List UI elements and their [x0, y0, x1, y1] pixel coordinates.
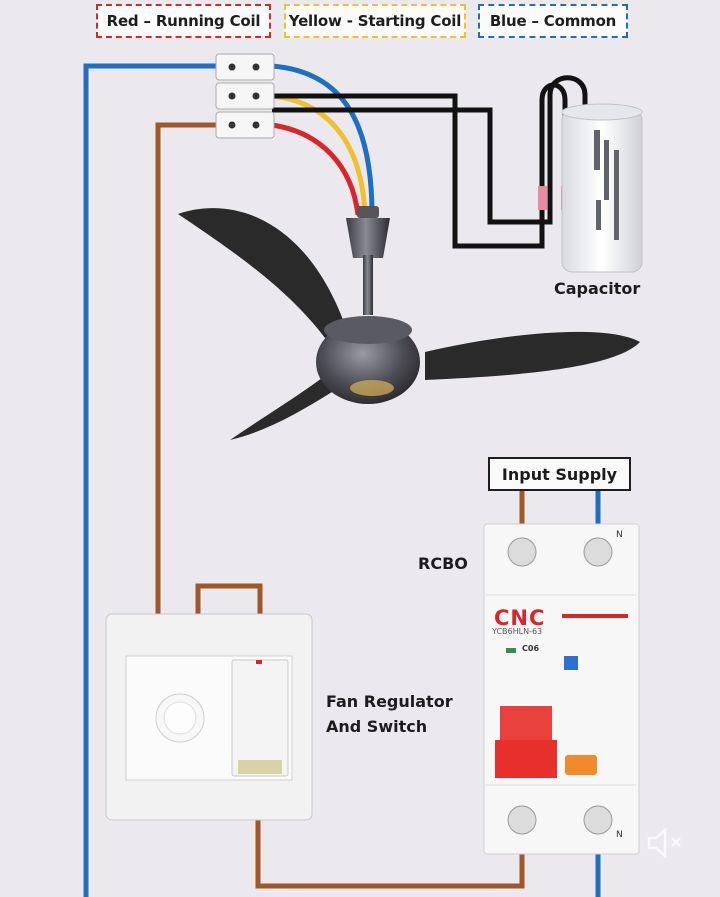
- capacitor-label: Capacitor: [554, 279, 641, 298]
- yellow-coil-wire: [271, 93, 368, 216]
- fan-blade: [178, 208, 345, 338]
- rcbo-model: YCB6HLN-63: [492, 627, 543, 636]
- regulator-label-line2: And Switch: [326, 717, 428, 736]
- phase-wire-rcbo-output: [255, 820, 525, 889]
- capacitor-wire-inner: [272, 75, 588, 225]
- input-supply-box: Input Supply: [488, 457, 631, 491]
- capacitor: [561, 103, 643, 273]
- legend-blue-common: Blue – Common: [478, 4, 628, 38]
- rcbo-label: RCBO: [418, 554, 468, 573]
- input-supply-label: Input Supply: [501, 464, 618, 484]
- terminal-block: [215, 53, 275, 139]
- regulator-label-line1: Fan Regulator: [326, 692, 453, 711]
- rcbo-device: [483, 523, 640, 855]
- rcbo-brand: CNC: [494, 606, 546, 630]
- rcbo-rating: C06: [522, 644, 540, 653]
- phase-wire-fan: [155, 122, 222, 618]
- legend-yellow-label: Yellow - Starting Coil: [288, 12, 462, 30]
- rcbo-neutral-mark-bottom: N: [616, 830, 623, 840]
- red-coil-wire: [271, 122, 361, 216]
- speaker-mute-icon[interactable]: [645, 826, 685, 860]
- fan-blade: [425, 331, 640, 380]
- fan-blade: [230, 378, 332, 440]
- legend-red-label: Red – Running Coil: [106, 12, 261, 30]
- rcbo-neutral-mark-top: N: [616, 530, 623, 540]
- legend-yellow-starting-coil: Yellow - Starting Coil: [284, 4, 466, 38]
- regulator-switch-plate: [105, 613, 313, 821]
- legend-red-running-coil: Red – Running Coil: [96, 4, 271, 38]
- blue-coil-wire: [271, 63, 375, 216]
- phase-wire-switch-loop: [195, 583, 263, 618]
- capacitor-lead-sleeve: [538, 186, 547, 210]
- ceiling-fan: [178, 206, 640, 440]
- blue-common-wire-left: [83, 63, 222, 897]
- capacitor-wire-outer: [272, 82, 568, 249]
- legend-blue-label: Blue – Common: [489, 12, 617, 30]
